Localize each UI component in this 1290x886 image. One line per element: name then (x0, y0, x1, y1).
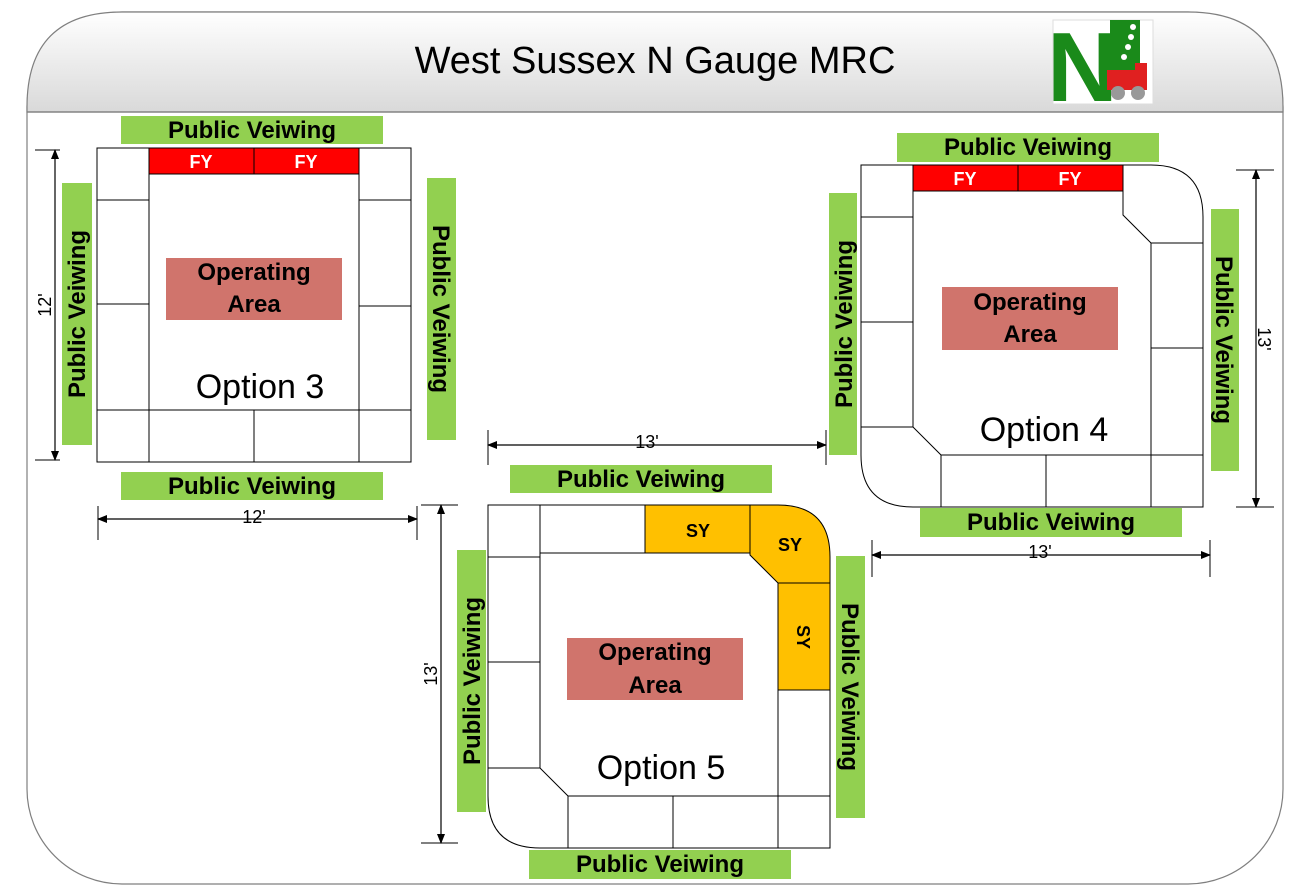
baseboard (148, 409, 255, 463)
storage-yard-label: SY (686, 521, 710, 541)
dimension-label: 13' (635, 432, 658, 452)
baseboard (96, 303, 150, 411)
dimension-label: 13' (1028, 542, 1051, 562)
viewing-area-right (427, 178, 456, 440)
option-4-layout: Public Veiwing Public Veiwing Public Vei… (487, 133, 1274, 577)
baseboard (253, 409, 360, 463)
viewing-area-left (62, 183, 92, 445)
viewing-label-left: Public Veiwing (64, 230, 91, 398)
baseboard (860, 216, 914, 323)
page-title: West Sussex N Gauge MRC (415, 40, 896, 82)
option-5-layout: Public Veiwing Public Veiwing Public Vei… (421, 465, 865, 879)
dimension-label: 12' (35, 293, 55, 316)
baseboard (777, 689, 831, 797)
svg-text:N: N (1047, 12, 1118, 122)
viewing-area-bottom (920, 508, 1182, 537)
fiddle-yard-board (148, 147, 255, 175)
baseboard (487, 504, 541, 558)
header-band (26, 11, 1284, 113)
operating-label-line1: Operating (973, 289, 1086, 316)
option-name: Option 4 (980, 411, 1109, 449)
option-3-layout: Public Veiwing Public Veiwing Public Vei… (35, 116, 456, 540)
operating-area (567, 638, 743, 700)
viewing-label-top: Public Veiwing (944, 134, 1112, 161)
storage-yard-board (644, 504, 751, 554)
baseboard (358, 147, 412, 201)
viewing-label-bottom: Public Veiwing (168, 473, 336, 500)
baseboard (1045, 454, 1152, 508)
viewing-area-left (829, 193, 857, 455)
operating-label-line2: Area (1003, 321, 1057, 348)
viewing-label-right: Public Veiwing (836, 603, 863, 771)
operating-area (942, 287, 1118, 350)
baseboard (1150, 347, 1204, 456)
fiddle-yard-board (1017, 164, 1124, 192)
baseboard (860, 164, 914, 218)
operating-label-line1: Operating (598, 639, 711, 666)
baseboard (358, 305, 412, 411)
storage-yard-label: SY (793, 625, 813, 649)
baseboard (96, 199, 150, 305)
viewing-area-right (836, 556, 865, 818)
baseboard (940, 454, 1047, 508)
dimension-label: 13' (421, 662, 441, 685)
fiddle-yard-board (253, 147, 360, 175)
viewing-label-left: Public Veiwing (831, 240, 858, 408)
fiddle-yard-label: FY (189, 152, 212, 172)
operating-area (166, 258, 342, 320)
option-name: Option 5 (597, 749, 726, 787)
club-logo: N (1047, 12, 1154, 122)
viewing-area-top (510, 465, 772, 493)
viewing-area-bottom (529, 850, 791, 879)
baseboard (358, 409, 412, 463)
baseboard (358, 199, 412, 307)
viewing-area-top (121, 116, 383, 144)
storage-yard-board (777, 582, 831, 691)
baseboard (487, 661, 541, 769)
viewing-label-bottom: Public Veiwing (576, 851, 744, 878)
viewing-label-top: Public Veiwing (168, 117, 336, 144)
dimension-label: 13' (1254, 327, 1274, 350)
option-name: Option 3 (196, 368, 325, 406)
viewing-area-left (457, 550, 486, 812)
baseboard (672, 795, 779, 849)
corner-baseboard (1122, 164, 1204, 244)
fiddle-yard-label: FY (294, 152, 317, 172)
baseboard (96, 409, 150, 463)
fiddle-yard-label: FY (953, 169, 976, 189)
viewing-label-right: Public Veiwing (427, 225, 454, 393)
fiddle-yard-label: FY (1058, 169, 1081, 189)
storage-yard-label: SY (778, 535, 802, 555)
baseboard (860, 321, 914, 428)
viewing-area-top (897, 133, 1159, 162)
viewing-label-bottom: Public Veiwing (967, 509, 1135, 536)
baseboard (1150, 454, 1204, 508)
operating-label-line2: Area (227, 291, 281, 318)
baseboard (777, 795, 831, 849)
operating-label-line2: Area (628, 672, 682, 699)
viewing-label-left: Public Veiwing (459, 597, 486, 765)
dimension-label: 12' (242, 507, 265, 527)
viewing-area-bottom (121, 472, 383, 500)
baseboard (96, 147, 150, 201)
baseboard (539, 504, 646, 554)
viewing-label-right: Public Veiwing (1210, 256, 1237, 424)
baseboard (1150, 242, 1204, 349)
viewing-area-right (1211, 209, 1239, 471)
baseboard (487, 556, 541, 663)
baseboard (567, 795, 674, 849)
viewing-label-top: Public Veiwing (557, 466, 725, 493)
operating-label-line1: Operating (197, 259, 310, 286)
